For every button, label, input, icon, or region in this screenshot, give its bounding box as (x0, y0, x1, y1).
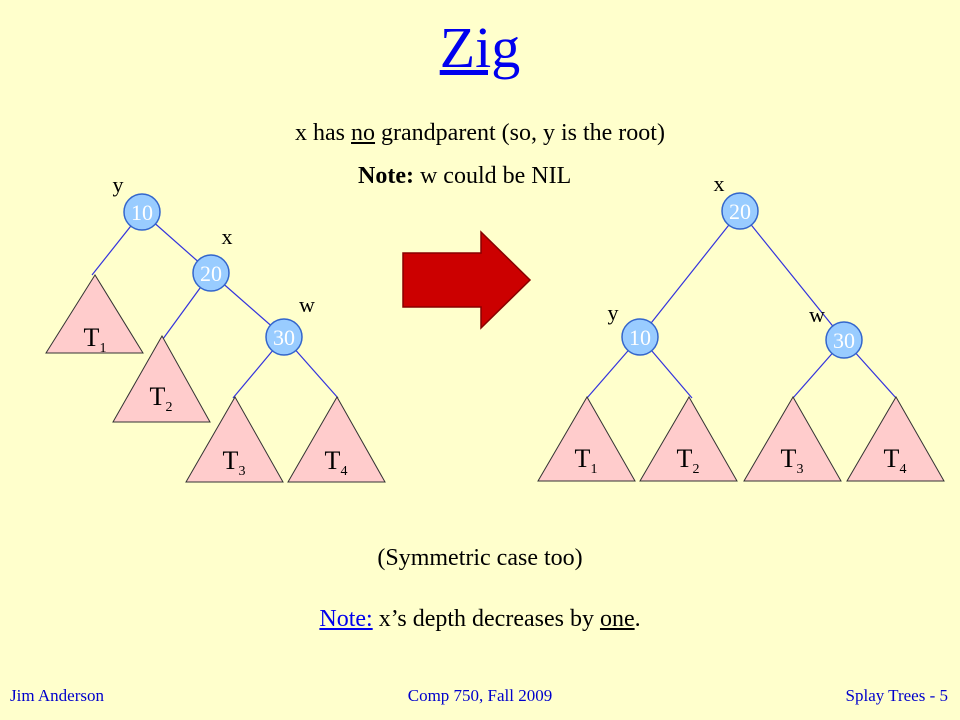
symmetric-note: (Symmetric case too) (377, 545, 583, 571)
before-node-30: 30 (265, 318, 303, 356)
depth-note: Note: x’s depth decreases by one. (0, 606, 960, 633)
before-subtree-t1: T1 (45, 274, 144, 356)
after-subtree-t2: T2 (639, 396, 738, 482)
depth-note-part2: . (634, 606, 641, 632)
note-w-nil: Note: w could be NIL (358, 163, 571, 190)
svg-text:30: 30 (833, 328, 855, 353)
before-t4-label: T4 (325, 446, 348, 479)
svg-text:20: 20 (729, 199, 751, 224)
after-node-10: 10 (621, 318, 659, 356)
edge-20-30-after (739, 210, 845, 341)
after-t1-label: T1 (575, 444, 598, 477)
before-var-w: w (299, 292, 315, 317)
before-subtree-t3: T3 (185, 395, 284, 483)
note-label: Note: (358, 163, 414, 189)
footer-page: Splay Trees - 5 (845, 686, 948, 705)
after-var-y: y (608, 300, 619, 325)
after-node-20: 20 (721, 192, 759, 230)
svg-text:20: 20 (200, 261, 222, 286)
svg-text:30: 30 (273, 325, 295, 350)
before-node-20: 20 (192, 254, 230, 292)
footer-course: Comp 750, Fall 2009 (407, 686, 553, 705)
svg-text:10: 10 (131, 200, 153, 225)
subtitle-part1: x has (295, 120, 352, 146)
after-node-30: 30 (825, 321, 863, 359)
after-t3-label: T3 (781, 444, 804, 477)
after-var-x: x (714, 171, 725, 196)
after-var-w: w (809, 302, 825, 327)
before-t1-label: T1 (84, 323, 107, 356)
before-t3-label: T3 (223, 446, 246, 479)
subtitle: x has no grandparent (so, y is the root) (0, 120, 960, 147)
depth-note-part1: x’s depth decreases by (372, 606, 600, 632)
note-text: w could be NIL (413, 163, 572, 189)
after-t4-label: T4 (884, 444, 907, 477)
depth-note-one: one (599, 606, 635, 632)
after-subtree-t4: T4 (846, 396, 945, 482)
subtitle-no: no (351, 120, 376, 146)
edge-20-10 (639, 210, 741, 338)
before-node-10: 10 (123, 193, 161, 231)
before-var-x: x (222, 224, 233, 249)
slide-title: Zig (439, 15, 521, 80)
transform-arrow-icon (402, 230, 532, 330)
svg-text:10: 10 (629, 325, 651, 350)
after-subtree-t1: T1 (537, 396, 636, 482)
after-t2-label: T2 (677, 444, 700, 477)
before-subtree-t4: T4 (287, 395, 386, 483)
after-subtree-t3: T3 (743, 396, 842, 482)
before-subtree-t2: T2 (112, 334, 211, 423)
before-var-y: y (113, 172, 124, 197)
footer-author: Jim Anderson (10, 686, 104, 705)
before-t2-label: T2 (150, 382, 173, 415)
depth-note-label[interactable]: Note: (319, 606, 373, 632)
subtitle-part2: grandparent (so, y is the root) (375, 120, 665, 146)
